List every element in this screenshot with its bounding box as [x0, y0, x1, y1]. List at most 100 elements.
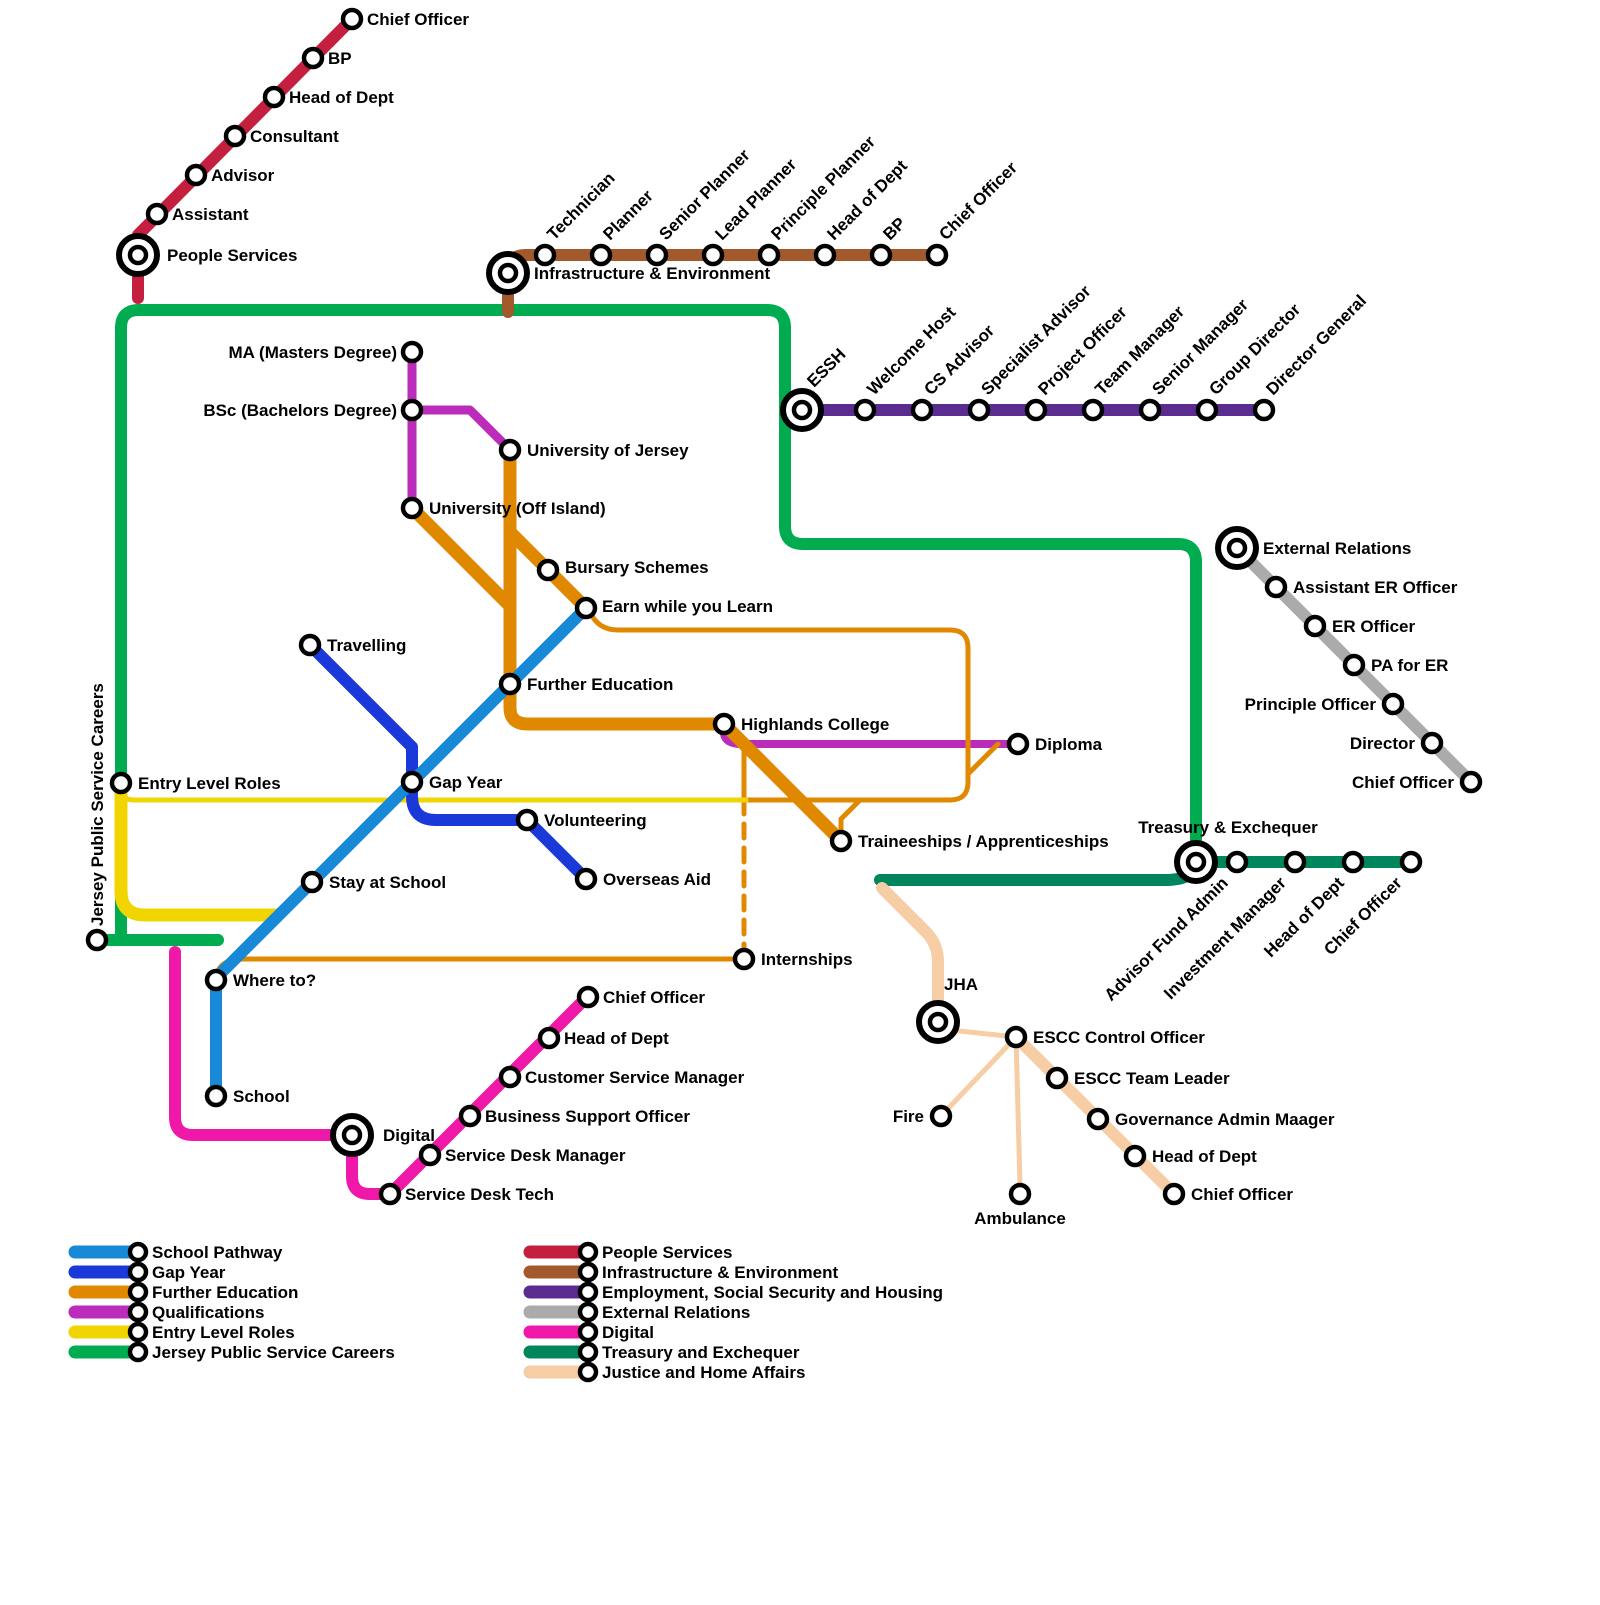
station-dg-service-desk-manager: [418, 1143, 442, 1167]
station-q-diploma: [1006, 732, 1030, 756]
line-fe-diploma-connector: [965, 741, 1001, 777]
label-ps-chief-officer: Chief Officer: [367, 10, 469, 29]
legend-row-infrastructure: Infrastructure & Environment: [523, 1261, 838, 1283]
station-essh-specialist-advisor: [967, 398, 991, 422]
station-ps-assistant: [145, 202, 169, 226]
label-sp-stay-at-school: Stay at School: [329, 873, 446, 892]
line-jha-fire: [938, 1034, 1019, 1119]
station-el-entry-level-roles: [109, 771, 133, 795]
legend-dot: [127, 1261, 149, 1283]
station-ie-senior-planner: [645, 243, 669, 267]
label-essh-hub: ESSH: [803, 345, 849, 391]
legend-label-people-services: People Services: [602, 1243, 732, 1262]
legend-label-school-pathway: School Pathway: [152, 1243, 283, 1262]
station-fe-bursary-schemes: [536, 558, 560, 582]
label-tx-hub: Treasury & Exchequer: [1138, 818, 1318, 837]
legend-row-treasury: Treasury and Exchequer: [523, 1341, 800, 1363]
station-jha-governance: [1086, 1107, 1110, 1131]
label-ps-advisor: Advisor: [211, 166, 275, 185]
hub-treasury: [1174, 840, 1218, 884]
station-fe-university-off-island: [400, 496, 424, 520]
line-fe-traineeships-diagonal: [717, 717, 848, 848]
legend-row-people-services: People Services: [523, 1241, 732, 1263]
station-sp-gap-year: [400, 770, 424, 794]
station-ie-chief-officer: [925, 243, 949, 267]
legend-dot: [577, 1361, 599, 1383]
legend-row-external-relations: External Relations: [523, 1301, 750, 1323]
label-fe-university-off-island: University (Off Island): [429, 499, 606, 518]
station-q-ma: [400, 340, 424, 364]
legend-label-further-education: Further Education: [152, 1283, 298, 1302]
station-tx-investment-manager: [1283, 850, 1307, 874]
station-ie-principle-planner: [757, 243, 781, 267]
label-dg-chief-officer: Chief Officer: [603, 988, 705, 1007]
station-jha-fire: [929, 1104, 953, 1128]
hub-jha: [916, 1000, 960, 1044]
label-er-officer: ER Officer: [1332, 617, 1416, 636]
label-q-diploma: Diploma: [1035, 735, 1103, 754]
station-gy-overseas-aid: [574, 867, 598, 891]
station-fe-internships: [732, 947, 756, 971]
label-er-principle-officer: Principle Officer: [1245, 695, 1377, 714]
legend-label-gap-year: Gap Year: [152, 1263, 226, 1282]
legend-row-jpsc: Jersey Public Service Careers: [68, 1341, 395, 1363]
hubs: [116, 233, 1259, 1157]
line-fe-loop: [587, 609, 971, 803]
station-sp-further-education: [498, 672, 522, 696]
station-gy-volunteering: [515, 808, 539, 832]
label-dg-business-support-officer: Business Support Officer: [485, 1107, 690, 1126]
hub-essh: [780, 388, 824, 432]
station-jha-head-of-dept: [1123, 1144, 1147, 1168]
legend-label-digital: Digital: [602, 1323, 654, 1342]
legend-dot: [127, 1301, 149, 1323]
label-jha-head-of-dept: Head of Dept: [1152, 1147, 1257, 1166]
station-dg-customer-service-manager: [498, 1065, 522, 1089]
station-tx-chief-officer: [1399, 850, 1423, 874]
label-ps-consultant: Consultant: [250, 127, 339, 146]
station-sp-school: [204, 1084, 228, 1108]
station-jha-ambulance: [1008, 1182, 1032, 1206]
label-dg-customer-service-manager: Customer Service Manager: [525, 1068, 745, 1087]
station-sp-stay-at-school: [300, 870, 324, 894]
station-dg-chief-officer: [576, 985, 600, 1009]
station-er-pa: [1342, 653, 1366, 677]
label-er-assistant: Assistant ER Officer: [1293, 578, 1458, 597]
label-dg-head-of-dept: Head of Dept: [564, 1029, 669, 1048]
station-fe-traineeships: [829, 829, 853, 853]
label-ps-hub: People Services: [167, 246, 297, 265]
station-dg-business-support-officer: [458, 1104, 482, 1128]
label-gy-travelling: Travelling: [327, 636, 406, 655]
label-ps-head-of-dept: Head of Dept: [289, 88, 394, 107]
label-el-entry-level-roles: Entry Level Roles: [138, 774, 281, 793]
label-dg-service-desk-manager: Service Desk Manager: [445, 1146, 626, 1165]
legend-dot: [127, 1241, 149, 1263]
legend-dot: [127, 1281, 149, 1303]
legend: School Pathway Gap Year Further Educatio…: [68, 1241, 943, 1383]
station-essh-project-officer: [1024, 398, 1048, 422]
label-fe-highlands-college: Highlands College: [741, 715, 889, 734]
label-sp-earn-while-you-learn: Earn while you Learn: [602, 597, 773, 616]
label-er-hub: External Relations: [1263, 539, 1411, 558]
station-sp-where-to: [204, 968, 228, 992]
label-jha-governance: Governance Admin Maager: [1115, 1110, 1335, 1129]
label-q-bsc: BSc (Bachelors Degree): [203, 401, 397, 420]
label-fe-traineeships: Traineeships / Apprenticeships: [858, 832, 1109, 851]
stations: [85, 7, 1483, 1206]
line-fe-university-vertical: [503, 443, 731, 731]
label-fe-bursary-schemes: Bursary Schemes: [565, 558, 709, 577]
legend-dot: [577, 1261, 599, 1283]
legend-row-school-pathway: School Pathway: [68, 1241, 283, 1263]
label-dg-hub: Digital: [383, 1126, 435, 1145]
legend-row-jha: Justice and Home Affairs: [523, 1361, 805, 1383]
label-jpsc-terminus: Jersey Public Service Careers: [88, 683, 107, 926]
line-jha-main: [876, 882, 944, 1008]
legend-label-infrastructure: Infrastructure & Environment: [602, 1263, 838, 1282]
station-essh-welcome-host: [853, 398, 877, 422]
station-ps-head-of-dept: [262, 85, 286, 109]
label-sp-where-to: Where to?: [233, 971, 316, 990]
station-fe-highlands-college: [712, 712, 736, 736]
label-essh-director-general: Director General: [1262, 291, 1370, 399]
label-q-ma: MA (Masters Degree): [229, 343, 397, 362]
label-sp-school: School: [233, 1087, 290, 1106]
